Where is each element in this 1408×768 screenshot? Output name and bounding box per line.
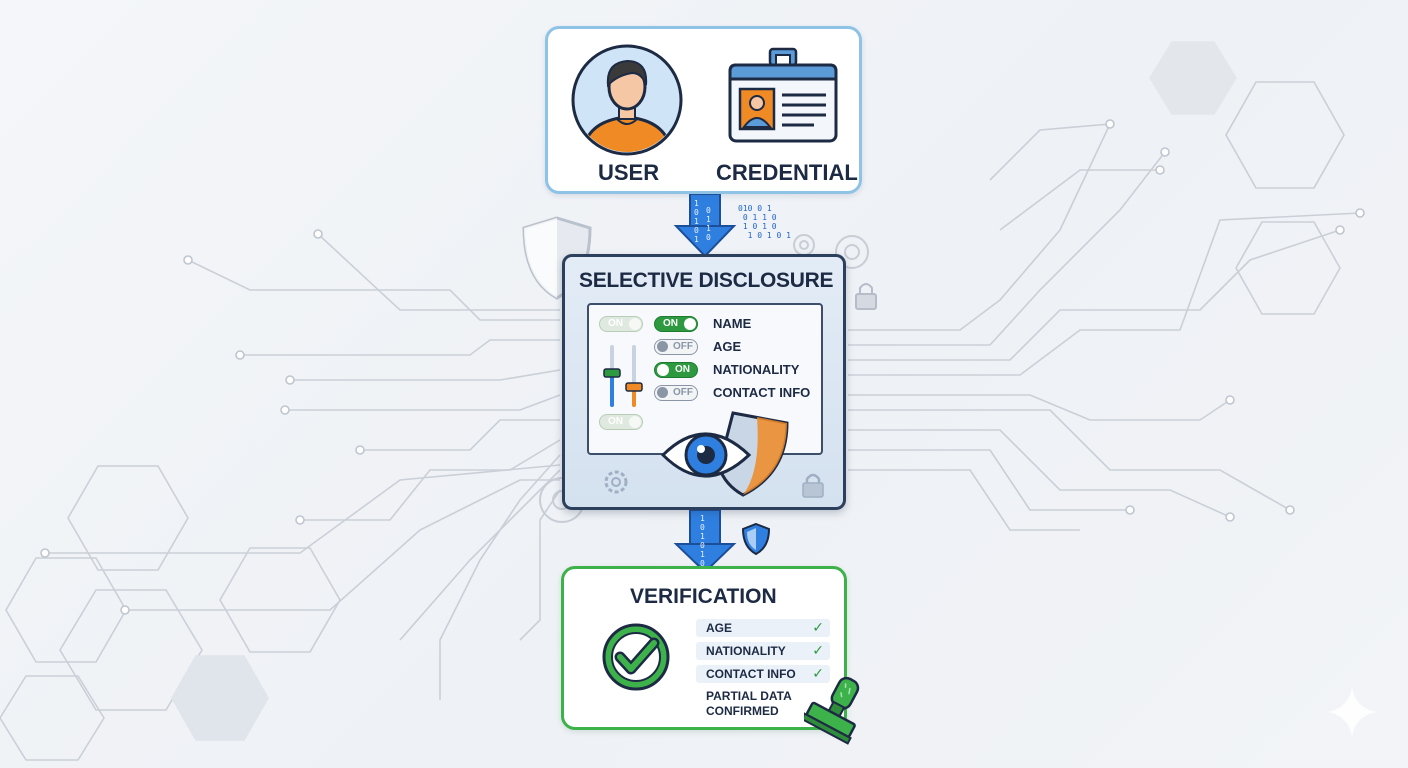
field-label-contact-info: CONTACT INFO: [713, 385, 811, 400]
toggle-age-state: OFF: [673, 341, 693, 352]
field-label-nationality: NATIONALITY: [713, 362, 800, 377]
selective-disclosure-card: SELECTIVE DISCLOSURE ON ON ON NAME OFF A…: [562, 254, 846, 510]
user-label: USER: [598, 160, 660, 185]
verified-item-nationality: NATIONALITY ✓: [696, 642, 830, 660]
partial-data-status: PARTIAL DATA: [706, 689, 792, 703]
extra-toggle-top-text: ON: [608, 318, 623, 329]
toggle-knob: [629, 416, 641, 428]
toggle-name-state: ON: [663, 318, 678, 329]
extra-toggle-bottom-text: ON: [608, 416, 623, 427]
check-icon: ✓: [812, 619, 824, 635]
lock-icon: [802, 473, 824, 498]
verified-item-age: AGE ✓: [696, 619, 830, 637]
slider-icon[interactable]: [601, 343, 647, 409]
toggle-contact-info-state: OFF: [673, 387, 693, 398]
toggle-name[interactable]: ON: [654, 316, 698, 332]
toggle-nationality[interactable]: ON: [654, 362, 698, 378]
extra-toggle-top[interactable]: ON: [599, 316, 643, 332]
binary-stream-top-b: 0 1 1 0: [706, 206, 711, 242]
user-credential-card: USER CREDENTIAL: [545, 26, 862, 194]
verification-title: VERIFICATION: [630, 585, 777, 608]
shield-small-icon: [741, 522, 771, 556]
toggle-nationality-state: ON: [675, 364, 690, 375]
verified-item-contact-info: CONTACT INFO ✓: [696, 665, 830, 683]
checkmark-circle-icon: [602, 623, 670, 691]
toggle-knob: [629, 318, 641, 330]
extra-toggle-bottom[interactable]: ON: [599, 414, 643, 430]
flow-arrow-bottom: [673, 510, 737, 574]
field-label-age: AGE: [713, 339, 742, 354]
flow-arrow-top: [673, 194, 737, 258]
verification-card: VERIFICATION AGE ✓ NATIONALITY ✓ CONTACT…: [561, 566, 847, 730]
check-icon: ✓: [812, 642, 824, 658]
verified-item-label: NATIONALITY: [706, 644, 786, 658]
selective-disclosure-title: SELECTIVE DISCLOSURE: [579, 269, 834, 292]
approval-stamp-icon: [804, 676, 860, 745]
field-label-name: NAME: [713, 316, 752, 331]
id-badge-icon: [728, 47, 838, 143]
binary-stream-bottom: 1 0 1 0 1 0: [700, 514, 705, 568]
eye-shield-icon: [660, 411, 789, 497]
toggle-knob: [657, 364, 669, 376]
credential-label: CREDENTIAL: [716, 160, 858, 185]
binary-stream-top-a: 1 0 1 0 1: [694, 199, 699, 244]
toggle-contact-info[interactable]: OFF: [654, 385, 698, 401]
toggle-knob: [657, 387, 668, 398]
user-avatar-icon: [571, 44, 683, 156]
toggle-knob: [657, 341, 668, 352]
toggle-knob: [684, 318, 696, 330]
binary-stream-side: 010 0 1 0 1 1 0 1 0 1 0 1 0 1 0 1: [738, 204, 791, 240]
verified-item-label: AGE: [706, 621, 733, 635]
verified-item-label: CONTACT INFO: [706, 667, 796, 681]
check-icon: ✓: [812, 665, 824, 681]
confirmed-status: CONFIRMED: [706, 704, 779, 718]
toggle-age[interactable]: OFF: [654, 339, 698, 355]
gear-icon: [604, 470, 628, 494]
